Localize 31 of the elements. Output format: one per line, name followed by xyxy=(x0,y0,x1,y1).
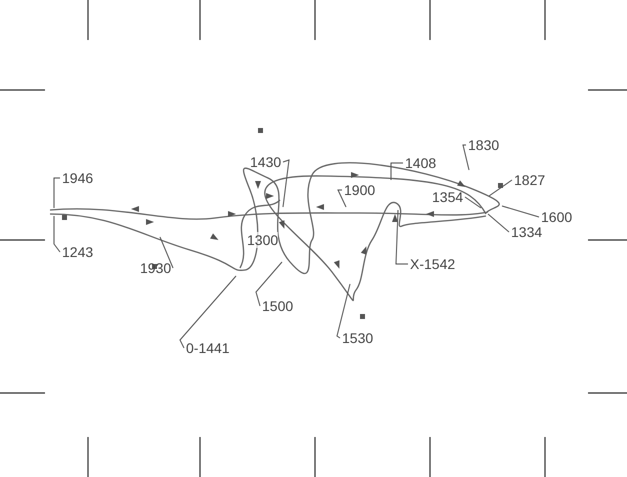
time-label: 1300 xyxy=(247,232,278,248)
leader-line xyxy=(160,236,174,268)
leader-line xyxy=(464,196,482,208)
time-label: 1500 xyxy=(262,298,294,314)
time-label: 1930 xyxy=(140,260,172,276)
leader-line xyxy=(179,276,236,348)
leader-line xyxy=(336,284,350,338)
time-label: 1354 xyxy=(432,189,464,205)
leader-line xyxy=(337,190,346,208)
leader-line xyxy=(282,159,290,208)
leader-line xyxy=(54,216,60,252)
time-label: 0-1441 xyxy=(186,340,230,356)
leader-line xyxy=(54,178,60,208)
leader-line xyxy=(488,214,510,232)
leader-line xyxy=(462,144,470,170)
time-label: X-1542 xyxy=(410,256,456,272)
time-label: 1830 xyxy=(468,137,500,153)
time-label: 1827 xyxy=(514,172,546,188)
leader-line xyxy=(502,206,540,218)
time-label: 1600 xyxy=(541,209,572,225)
leader-line xyxy=(395,210,408,264)
time-label: 1408 xyxy=(405,155,436,171)
time-label: 1946 xyxy=(62,170,94,186)
time-label: 1900 xyxy=(344,182,376,198)
time-label: 1243 xyxy=(62,244,94,260)
time-label: 1334 xyxy=(511,224,542,240)
leader-line xyxy=(255,262,282,306)
time-label: 1530 xyxy=(342,330,374,346)
leader-line xyxy=(488,180,512,196)
time-label: 1430 xyxy=(250,154,282,170)
leader-line xyxy=(390,162,404,180)
